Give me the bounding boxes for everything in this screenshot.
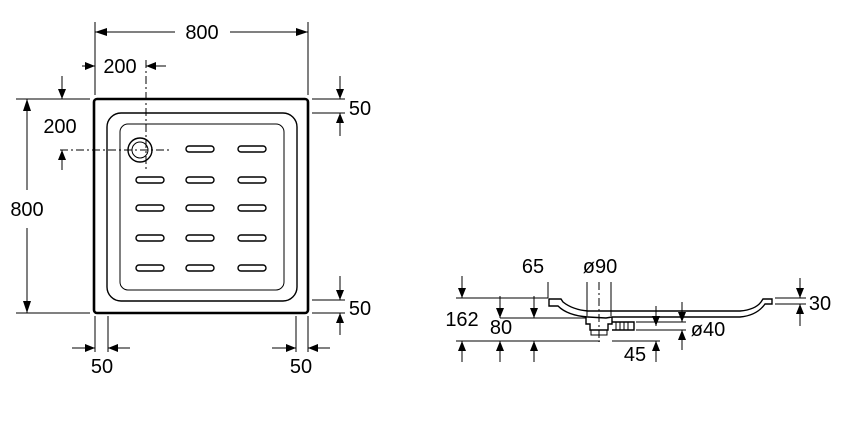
- label-overall-depth: 800: [10, 199, 43, 221]
- label-rim-top: 50: [349, 98, 371, 120]
- dim-overall-width: 800: [94, 22, 309, 95]
- dim-outlet-height: 45: [612, 306, 660, 366]
- dim-outlet-diameter: ø40: [636, 302, 725, 350]
- dim-tray-height: 80: [490, 296, 586, 362]
- dim-rim-right: 50: [272, 316, 330, 378]
- tray-basin: [106, 112, 298, 302]
- label-rim-left: 50: [91, 356, 113, 378]
- dim-rim-width: 65: [498, 256, 549, 299]
- label-outlet-diameter: ø40: [691, 319, 725, 341]
- dim-drain-offset-x: 200: [82, 56, 166, 78]
- dim-rim-top: 50: [312, 76, 371, 136]
- dim-drain-diameter: ø90: [583, 256, 617, 316]
- label-rim-bottom: 50: [349, 298, 371, 320]
- label-lip-height: 30: [809, 293, 831, 315]
- tray-outline: [92, 97, 310, 315]
- dim-lip-height: 30: [775, 278, 831, 326]
- section-view: 65 ø90 162: [445, 256, 831, 366]
- anti-slip-slots: [135, 145, 267, 272]
- label-outlet-height: 45: [624, 344, 646, 366]
- label-drain-offset-y: 200: [43, 116, 76, 138]
- label-drain-offset-x: 200: [103, 56, 136, 78]
- dim-rim-left: 50: [72, 316, 130, 378]
- label-tray-height: 80: [490, 317, 512, 339]
- dim-overall-depth: 800: [10, 98, 90, 314]
- plan-view: 800 200 800 200: [10, 22, 371, 378]
- dim-drain-offset-y: 200: [43, 76, 77, 170]
- tray-basin-inner: [119, 123, 285, 291]
- dim-total-height: 162: [445, 276, 600, 362]
- dim-rim-bottom: 50: [312, 276, 371, 335]
- label-total-height: 162: [445, 309, 478, 331]
- label-rim-width: 65: [522, 256, 544, 278]
- label-rim-right: 50: [290, 356, 312, 378]
- label-drain-diameter: ø90: [583, 256, 617, 278]
- label-overall-width: 800: [185, 22, 218, 44]
